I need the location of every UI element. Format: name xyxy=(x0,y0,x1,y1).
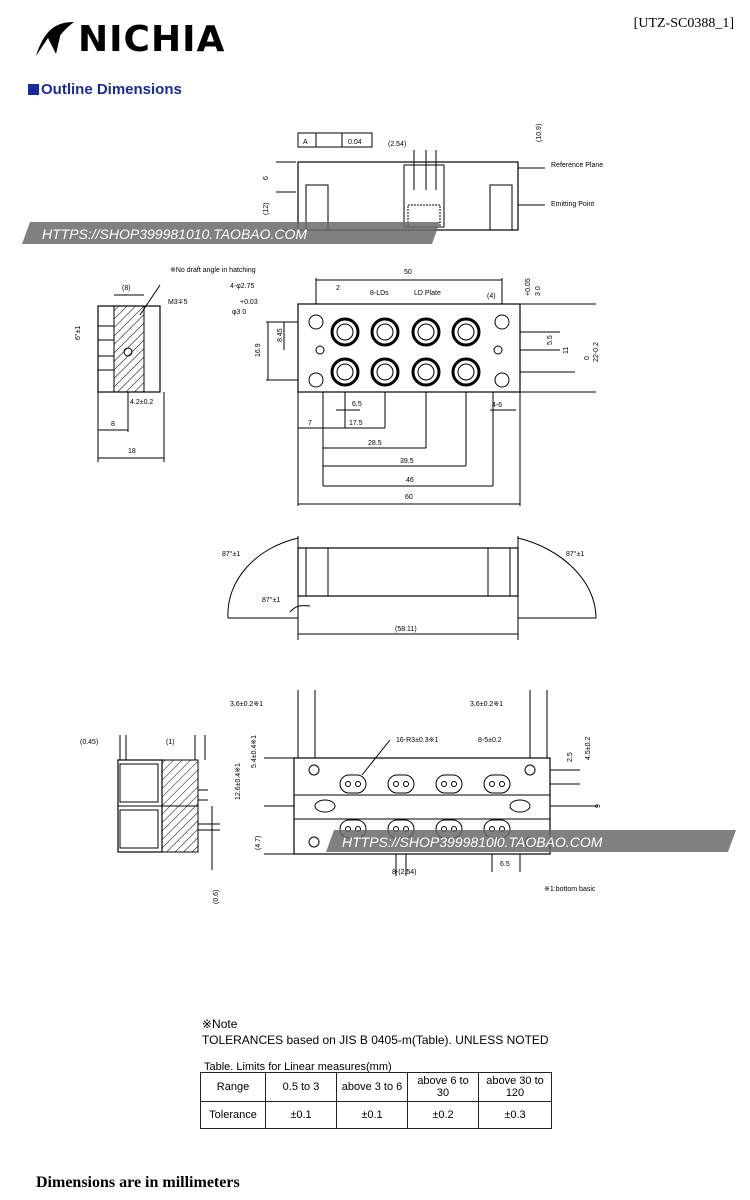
table-caption: Table. Limits for Linear measures(mm) xyxy=(204,1061,392,1073)
angle-label-1: 87°±1 xyxy=(222,550,240,558)
table-cell: 0.5 to 3 xyxy=(265,1072,337,1102)
dim-22b-label: 22-0.2 xyxy=(593,342,600,362)
dim-16-9-label: 16.9 xyxy=(255,343,262,357)
dim-12-6-label: 12.6±0.4※1 xyxy=(235,763,242,800)
emitting-point-label: Emitting Point xyxy=(551,201,594,208)
watermark-2: HTTPS://SHOP3999810l0.TAOBAO.COM xyxy=(326,830,736,852)
dim-3-6-left-label: 3.6±0.2※1 xyxy=(230,701,263,708)
dim-0-45-label: (0.45) xyxy=(80,739,98,746)
dim-10-9-label: (10.9) xyxy=(536,124,543,142)
note-mark: ※Note xyxy=(202,1017,238,1031)
table-header-row: Range 0.5 to 3 above 3 to 6 above 6 to 3… xyxy=(200,1072,552,1102)
phi3-label: φ3 0 xyxy=(232,309,246,316)
top-view: A 0.04 (2.54) (10.9) Reference Plane Emi… xyxy=(263,124,603,231)
dim-12-label: (12) xyxy=(263,203,270,215)
reference-plane-label: Reference Plane xyxy=(551,162,603,169)
dim-22-label: 0 xyxy=(584,356,591,360)
table-cell: ±0.1 xyxy=(265,1101,337,1129)
dim-3-6-right-label: 3.6±0.2※1 xyxy=(470,701,503,708)
profile-view: 87°±1 87°±1 87°±1 (58.11) xyxy=(222,536,597,640)
tol-a2-label: 3 0 xyxy=(535,286,542,296)
pitch-label: (2.54) xyxy=(388,141,406,148)
watermark-text-2: HTTPS://SHOP3999810l0.TAOBAO.COM xyxy=(342,834,603,850)
ld-array xyxy=(330,317,481,387)
table-cell: ±0.3 xyxy=(478,1101,552,1129)
note-block: ※Note TOLERANCES based on JIS B 0405-m(T… xyxy=(202,1016,549,1048)
square-bullet-icon xyxy=(28,84,39,95)
dim-6-5-lower-label: 6.5 xyxy=(500,861,510,868)
document-code: [UTZ-SC0388_1] xyxy=(633,16,734,31)
dim-58-label: (58.11) xyxy=(395,626,417,633)
s5-label: 8-5±0.2 xyxy=(478,737,502,744)
lower-bottom-view: 3.6±0.2※1 3.6±0.2※1 16-R3±0.3※1 8-5±0.2 … xyxy=(230,690,602,893)
dim-1-label: (1) xyxy=(166,739,175,746)
table-cell: Range xyxy=(200,1072,266,1102)
dim-8p-label: (8) xyxy=(122,285,131,292)
table-cell: above 3 to 6 xyxy=(336,1072,408,1102)
table-cell: Tolerance xyxy=(200,1101,266,1129)
dim-6-5-label: 6.5 xyxy=(352,401,362,408)
dim-4-2-label: 4.2±0.2 xyxy=(130,399,153,406)
angle-6-label: 6°±1 xyxy=(74,325,82,340)
dim-4-5-label: 4.5±0.2 xyxy=(585,737,592,760)
footer-text: Dimensions are in millimeters xyxy=(36,1174,240,1191)
bottom-basic-note: ※1:bottom basic xyxy=(544,886,596,893)
flatness-label: 0.04 xyxy=(348,139,362,146)
nichia-logo-icon xyxy=(36,22,74,56)
dim-46-label: 46 xyxy=(406,477,414,484)
dim-7-label: 7 xyxy=(308,420,312,427)
dim-8-label: 8 xyxy=(111,421,115,428)
dim-60-label: 60 xyxy=(405,494,413,501)
angle-label-3: 87°±1 xyxy=(262,596,280,604)
angle-label-2: 87°±1 xyxy=(566,550,584,558)
dim-6-label: 6 xyxy=(263,176,270,180)
table-cell: above 30 to 120 xyxy=(478,1072,552,1102)
draft-note-label: ※No draft angle in hatching xyxy=(170,267,256,274)
tol-a-label: +0.05 xyxy=(525,278,532,296)
table-row: Tolerance ±0.1 ±0.1 ±0.2 ±0.3 xyxy=(200,1101,552,1129)
table-cell: ±0.2 xyxy=(407,1101,479,1129)
watermark-text-1: HTTPS://SHOP399981010.TAOBAO.COM xyxy=(42,226,307,242)
holes-label: 4-φ2.75 xyxy=(230,283,254,290)
dim-18-label: 18 xyxy=(128,448,136,455)
dim-8-45-label: 8.45 xyxy=(277,328,284,342)
r3-label: 16-R3±0.3※1 xyxy=(396,737,439,744)
section-title-text: Outline Dimensions xyxy=(41,81,182,98)
tolerance-table: Range 0.5 to 3 above 3 to 6 above 6 to 3… xyxy=(200,1072,552,1129)
dim-50-label: 50 xyxy=(404,269,412,276)
lower-side-view: (0.45) (1) (0.6) xyxy=(80,735,220,904)
dim-5-4-label: 5.4±0.4※1 xyxy=(251,735,258,768)
dim-4-6-label: 4-6 xyxy=(492,402,502,409)
lds-label: 8-LDs xyxy=(370,290,389,297)
watermark-1: HTTPS://SHOP399981010.TAOBAO.COM xyxy=(22,222,440,244)
table-cell: above 6 to 30 xyxy=(407,1072,479,1102)
technical-drawing: A 0.04 (2.54) (10.9) Reference Plane Emi… xyxy=(22,124,736,904)
datum-a-label: A xyxy=(303,139,308,146)
dim-4p-label: (4) xyxy=(487,293,496,300)
tol-b-label: +0.03 xyxy=(240,299,258,306)
ld-plate-label: LD Plate xyxy=(414,290,441,297)
pad-array xyxy=(339,774,511,839)
front-view: 50 4-φ2.75 2 8-LDs LD Plate (4) +0.05 3 … xyxy=(230,269,600,506)
dim-28-5-label: 28.5 xyxy=(368,440,382,447)
dim-17-5-label: 17.5 xyxy=(349,420,363,427)
m3-label: M3∓5 xyxy=(168,299,188,306)
dim-2-5-label: 2.5 xyxy=(567,752,574,762)
mounting-holes xyxy=(308,314,510,388)
dim-39-5-label: 39.5 xyxy=(400,458,414,465)
tolerance-note: TOLERANCES based on JIS B 0405-m(Table).… xyxy=(202,1033,549,1047)
dim-0-6-label: (0.6) xyxy=(213,890,220,904)
dim-5-5-label: 5.5 xyxy=(547,335,554,345)
dim-2-54-label: 8-(2.54) xyxy=(392,869,417,876)
dim-9-label: 9 xyxy=(595,804,602,808)
dim-4-7-label: (4.7) xyxy=(255,836,262,850)
section-title: Outline Dimensions xyxy=(28,81,182,98)
logo-text: NICHIA xyxy=(78,19,226,60)
table-cell: ±0.1 xyxy=(336,1101,408,1129)
dim-2-label: 2 xyxy=(336,285,340,292)
side-view: ※No draft angle in hatching (8) M3∓5 6°±… xyxy=(74,267,256,462)
dim-11-label: 11 xyxy=(563,347,570,354)
